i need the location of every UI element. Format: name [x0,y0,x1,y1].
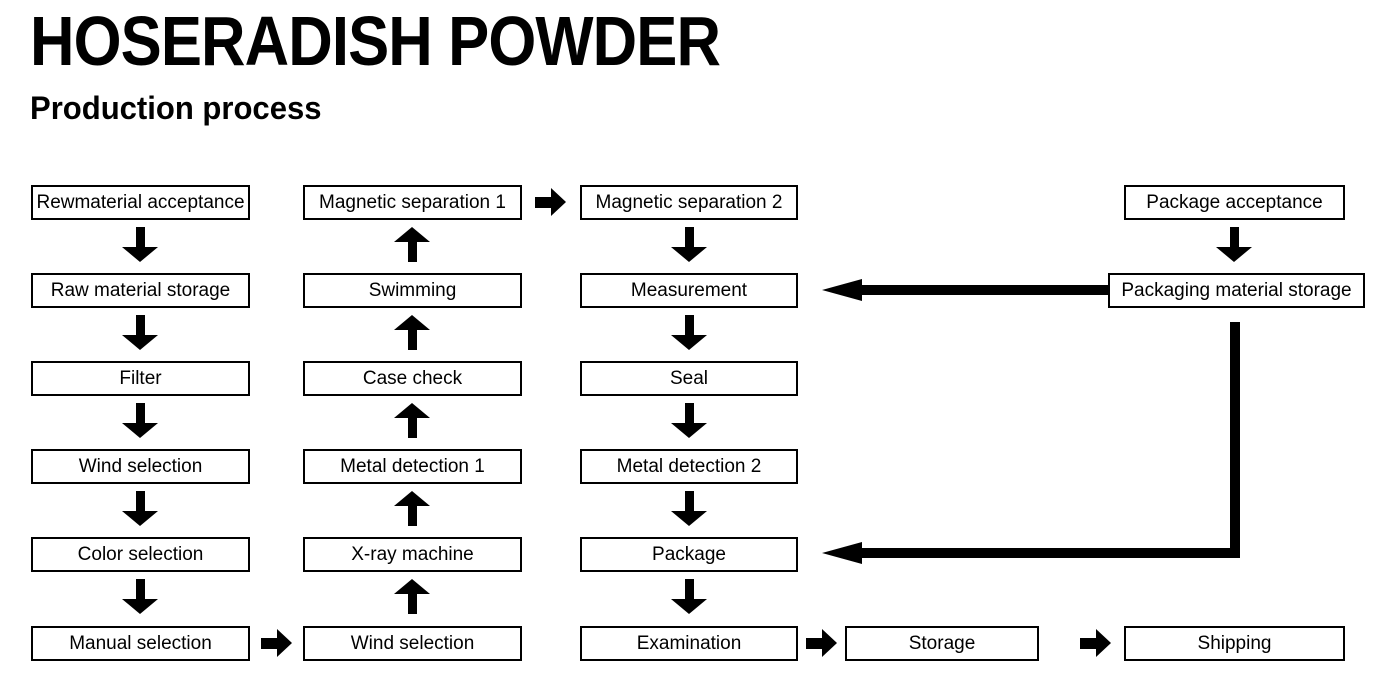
edge-examination-to-storage-arrow-icon [806,629,837,657]
edge-seal-to-metal-detection-2-arrow-icon [671,403,707,438]
node-package: Package [580,537,798,572]
node-filter: Filter [31,361,250,396]
node-x-ray-machine: X-ray machine [303,537,522,572]
node-wind-selection-1: Wind selection [31,449,250,484]
node-raw-material-storage: Raw material storage [31,273,250,308]
edge-wind-selection-1-to-color-selection-arrow-icon [122,491,158,526]
node-package-acceptance: Package acceptance [1124,185,1345,220]
node-color-selection: Color selection [31,537,250,572]
node-examination: Examination [580,626,798,661]
node-magnetic-separation-1: Magnetic separation 1 [303,185,522,220]
node-shipping: Shipping [1124,626,1345,661]
edge-swimming-to-magnetic-separation-1-arrow-icon [394,227,430,262]
edge-package-acceptance-to-packaging-material-storage-arrow-icon [1216,227,1252,262]
node-metal-detection-1: Metal detection 1 [303,449,522,484]
node-wind-selection-2: Wind selection [303,626,522,661]
node-metal-detection-2: Metal detection 2 [580,449,798,484]
node-magnetic-separation-2: Magnetic separation 2 [580,185,798,220]
node-case-check: Case check [303,361,522,396]
edge-storage-to-shipping-arrow-icon [1080,629,1111,657]
edge-packaging-material-storage-to-package-horizontal-line [860,548,1240,558]
edge-metal-detection-2-to-package-arrow-icon [671,491,707,526]
edge-case-check-to-swimming-arrow-icon [394,315,430,350]
edge-color-selection-to-manual-selection-arrow-icon [122,579,158,614]
edge-wind-selection-2-to-x-ray-machine-arrow-icon [394,579,430,614]
edge-rewmaterial-acceptance-to-raw-material-storage-arrow-icon [122,227,158,262]
edge-magnetic-separation-2-to-measurement-arrow-icon [671,227,707,262]
edge-filter-to-wind-selection-1-arrow-icon [122,403,158,438]
edge-x-ray-machine-to-metal-detection-1-arrow-icon [394,491,430,526]
edge-packaging-material-storage-to-measurement-arrow-icon [822,279,1108,301]
edge-manual-selection-to-wind-selection-2-arrow-icon [261,629,292,657]
node-manual-selection: Manual selection [31,626,250,661]
page-title: HOSERADISH POWDER [30,2,721,80]
edge-packaging-material-storage-to-package-vertical-line [1230,322,1240,558]
node-swimming: Swimming [303,273,522,308]
edge-metal-detection-1-to-case-check-arrow-icon [394,403,430,438]
node-rewmaterial-acceptance: Rewmaterial acceptance [31,185,250,220]
edge-magnetic-separation-1-to-magnetic-separation-2-arrow-icon [535,188,566,216]
node-seal: Seal [580,361,798,396]
edge-raw-material-storage-to-filter-arrow-icon [122,315,158,350]
page-subtitle: Production process [30,90,322,126]
node-storage: Storage [845,626,1039,661]
edge-package-to-examination-arrow-icon [671,579,707,614]
node-packaging-material-storage: Packaging material storage [1108,273,1365,308]
edge-measurement-to-seal-arrow-icon [671,315,707,350]
edge-packaging-material-storage-to-package-arrowhead-icon [822,542,862,564]
node-measurement: Measurement [580,273,798,308]
